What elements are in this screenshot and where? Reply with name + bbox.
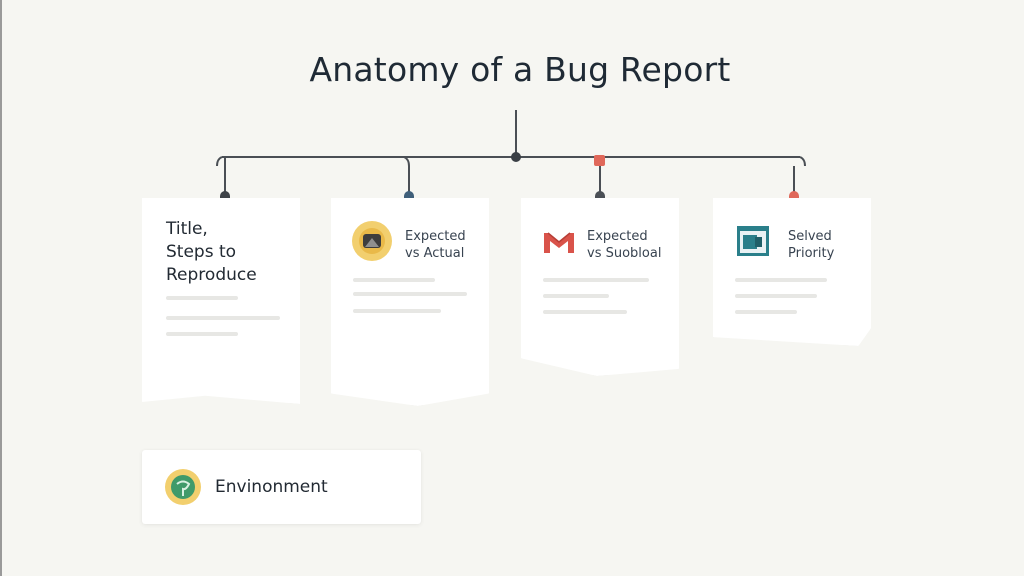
card-expected-actual: Expected vs Actual <box>331 198 489 406</box>
gmail-envelope-icon <box>544 232 574 253</box>
environment-card: Envinonment <box>142 450 421 524</box>
junction-dot <box>511 152 521 162</box>
card-label: Title, Steps to Reproduce <box>166 219 257 285</box>
placeholder-line <box>166 296 238 300</box>
placeholder-line <box>543 278 649 282</box>
priority-window-icon <box>737 226 769 256</box>
placeholder-line <box>735 294 817 298</box>
placeholder-line <box>353 309 441 313</box>
diagram-title: Anatomy of a Bug Report <box>309 50 731 89</box>
card-priority: Selved Priority <box>713 198 871 346</box>
branch-marker-red <box>594 155 605 166</box>
placeholder-line <box>353 292 467 296</box>
placeholder-line <box>735 278 827 282</box>
branch-hook-2 <box>403 156 410 167</box>
branch-end-right <box>799 156 806 167</box>
placeholder-line <box>166 316 280 320</box>
placeholder-line <box>353 278 435 282</box>
placeholder-line <box>543 294 609 298</box>
card-expected-suobloal: Expected vs Suobloal <box>521 198 679 376</box>
placeholder-line <box>735 310 797 314</box>
card-title-steps: Title, Steps to Reproduce <box>142 198 300 404</box>
branch-end-left <box>216 156 223 167</box>
placeholder-line <box>543 310 627 314</box>
environment-leaf-icon <box>165 469 201 505</box>
placeholder-line <box>166 332 238 336</box>
card-label: Selved Priority <box>788 229 835 261</box>
severity-badge-icon <box>352 221 392 261</box>
left-edge-divider <box>0 0 2 576</box>
environment-label: Envinonment <box>215 477 328 497</box>
card-label: Expected vs Actual <box>405 229 466 261</box>
card-label: Expected vs Suobloal <box>587 229 662 261</box>
